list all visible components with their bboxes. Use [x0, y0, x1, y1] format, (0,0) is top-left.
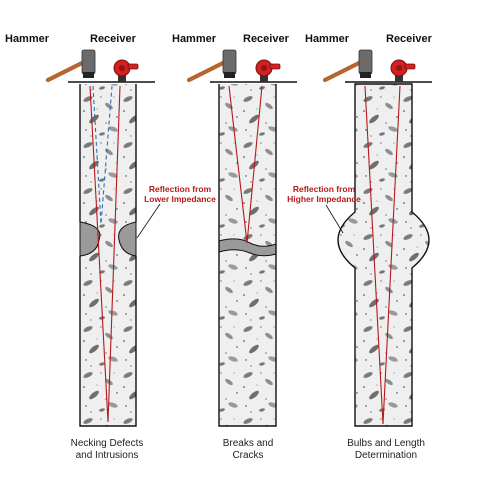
caption-bulbs: Bulbs and Length Determination: [326, 438, 446, 462]
receiver-label-1: Receiver: [90, 33, 136, 45]
hammer-face-1: [83, 72, 94, 78]
receiver-center-2: [261, 65, 267, 71]
receiver-nozzle-2: [270, 64, 280, 69]
hammer-label-3: Hammer: [305, 33, 349, 45]
caption-necking-line1: Necking Defects: [47, 438, 167, 450]
receiver-nozzle-1: [128, 64, 138, 69]
hammer-head-2: [223, 50, 236, 74]
hammer-face-3: [360, 72, 371, 78]
annotation-higher-line1: Reflection from: [282, 184, 366, 194]
hammer-icon-2: [189, 50, 236, 80]
receiver-center-3: [396, 65, 402, 71]
annotation-higher-line2: Higher Impedance: [282, 194, 366, 204]
receiver-nozzle-3: [405, 64, 415, 69]
hammer-icon-1: [48, 50, 95, 80]
receiver-icon-2: [256, 60, 280, 82]
caption-breaks-line1: Breaks and: [188, 438, 308, 450]
receiver-icon-1: [114, 60, 138, 82]
annotation-lower-impedance: Reflection from Lower Impedance: [140, 184, 220, 204]
hammer-label-1: Hammer: [5, 33, 49, 45]
hammer-head-3: [359, 50, 372, 74]
receiver-label-2: Receiver: [243, 33, 289, 45]
receiver-center-1: [119, 65, 125, 71]
leader-line-3: [326, 205, 343, 233]
caption-bulbs-line2: Determination: [326, 450, 446, 462]
receiver-icon-3: [391, 60, 415, 82]
annotation-lower-line1: Reflection from: [140, 184, 220, 194]
hammer-icon-3: [325, 50, 372, 80]
caption-necking: Necking Defects and Intrusions: [47, 438, 167, 462]
leader-line-1: [137, 204, 160, 238]
caption-breaks: Breaks and Cracks: [188, 438, 308, 462]
hammer-label-2: Hammer: [172, 33, 216, 45]
pile-body-3: [338, 84, 429, 426]
receiver-label-3: Receiver: [386, 33, 432, 45]
hammer-head-1: [82, 50, 95, 74]
hammer-face-2: [224, 72, 235, 78]
caption-breaks-line2: Cracks: [188, 450, 308, 462]
caption-bulbs-line1: Bulbs and Length: [326, 438, 446, 450]
caption-necking-line2: and Intrusions: [47, 450, 167, 462]
annotation-higher-impedance: Reflection from Higher Impedance: [282, 184, 366, 204]
annotation-lower-line2: Lower Impedance: [140, 194, 220, 204]
